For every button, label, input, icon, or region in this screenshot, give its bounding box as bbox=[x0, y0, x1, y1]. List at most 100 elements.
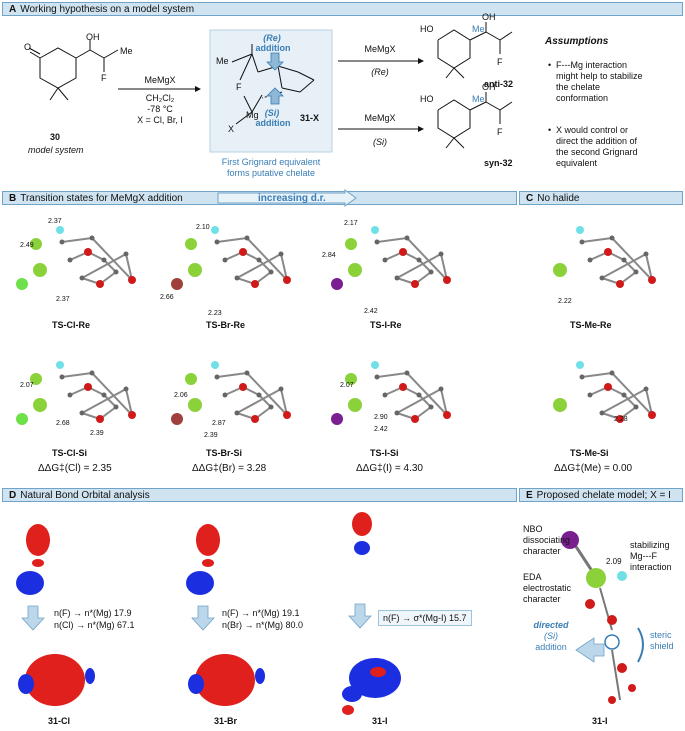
sm-me-label: Me bbox=[120, 46, 133, 56]
steric-2: shield bbox=[650, 641, 674, 651]
anti-32-structure bbox=[437, 22, 513, 79]
assumption-2-bullet: • bbox=[548, 125, 552, 135]
si-face-arrow bbox=[266, 87, 284, 105]
dist-cl-re-3: 2.37 bbox=[56, 296, 70, 303]
chelate-model-31i bbox=[561, 531, 644, 704]
dist-me-si: 2.28 bbox=[614, 416, 628, 423]
dist-br-si-2: 2.87 bbox=[212, 420, 226, 427]
ddg-i: ΔΔG‡(I) = 4.30 bbox=[356, 463, 423, 474]
ts-me-si-label: TS-Me-Si bbox=[570, 448, 609, 458]
syn-f-label: F bbox=[497, 127, 503, 137]
lower-reagent: MeMgX bbox=[364, 113, 396, 123]
ddg-cl: ΔΔG‡(Cl) = 2.35 bbox=[38, 463, 112, 474]
assumption-1-line-3: the chelate bbox=[556, 82, 601, 92]
chelate-f-label: F bbox=[236, 82, 242, 92]
nbo-br-line-1: n(F) → n*(Mg) 19.1 bbox=[222, 608, 300, 618]
increasing-dr-arrow bbox=[217, 189, 357, 207]
chelate-caption-1: First Grignard equivalent bbox=[221, 157, 321, 167]
ts-i-si-label: TS-I-Si bbox=[370, 448, 399, 458]
assumption-2-line-2: direct the addition of bbox=[556, 136, 638, 146]
anti-ho-label: HO bbox=[420, 24, 434, 34]
dist-cl-re-1: 2.37 bbox=[48, 218, 62, 225]
dist-cl-si-3: 2.39 bbox=[90, 430, 104, 437]
dist-i-re-2: 2.84 bbox=[322, 252, 336, 259]
syn-me-label: Me bbox=[472, 94, 485, 104]
nbo-i-box: n(F) → σ*(Mg-I) 15.7 bbox=[378, 610, 472, 626]
eda-note-3: character bbox=[523, 594, 561, 604]
directed-label: directed bbox=[533, 620, 569, 630]
dist-i-si-2: 2.90 bbox=[374, 414, 388, 421]
arrow-to-anti bbox=[338, 58, 424, 64]
ts-model-0 bbox=[16, 226, 136, 290]
chelate-box bbox=[209, 29, 333, 153]
re-face-arrow bbox=[266, 52, 284, 71]
ts-model-6 bbox=[553, 226, 656, 288]
syn-32-structure bbox=[437, 92, 513, 149]
ts-model-4 bbox=[171, 361, 291, 425]
dist-cl-re-2: 2.49 bbox=[20, 242, 34, 249]
transition-state-models bbox=[16, 226, 656, 425]
assumptions-title: Assumptions bbox=[545, 36, 609, 47]
increasing-dr-label: increasing d.r. bbox=[258, 193, 326, 204]
assumption-2-line-4: equivalent bbox=[556, 158, 598, 168]
dist-i-si-1: 2.07 bbox=[340, 382, 354, 389]
dist-cl-si-2: 2.68 bbox=[56, 420, 70, 427]
nbo-note-2: dissociating bbox=[523, 535, 571, 545]
ts-model-3 bbox=[16, 361, 136, 425]
dist-br-si-3: 2.39 bbox=[204, 432, 218, 439]
dist-cl-si-1: 2.07 bbox=[20, 382, 34, 389]
dist-br-si-1: 2.06 bbox=[174, 392, 188, 399]
assumption-1-line-2: might help to stabilize bbox=[556, 71, 643, 81]
condition-solvent: CH₂Cl₂ bbox=[145, 93, 175, 103]
ts-br-re-label: TS-Br-Re bbox=[206, 320, 246, 330]
upper-reagent: MeMgX bbox=[364, 44, 396, 54]
stab-note-3: interaction bbox=[630, 562, 672, 572]
stab-note-1: stabilizing bbox=[630, 540, 670, 550]
anti-me-label: Me bbox=[472, 24, 485, 34]
ts-i-re-label: TS-I-Re bbox=[370, 320, 402, 330]
dist-i-re-1: 2.17 bbox=[344, 220, 358, 227]
syn-32-label: syn-32 bbox=[484, 158, 513, 168]
ts-br-si-label: TS-Br-Si bbox=[206, 448, 242, 458]
arrow-to-syn bbox=[338, 126, 424, 132]
si-addition-label: (Si) bbox=[264, 108, 280, 118]
chelate-31x-structure bbox=[231, 44, 315, 125]
sm-oxygen-label: O bbox=[24, 42, 32, 52]
directed-addition: addition bbox=[535, 642, 567, 652]
chelate-caption-2: forms putative chelate bbox=[226, 168, 316, 178]
lower-face: (Si) bbox=[373, 137, 387, 147]
ts-model-7 bbox=[553, 361, 656, 423]
eda-note-2: electrostatic bbox=[523, 583, 572, 593]
upper-face: (Re) bbox=[371, 67, 389, 77]
si-addition-label-2: addition bbox=[255, 118, 291, 128]
assumption-1-line-4: conformation bbox=[556, 93, 609, 103]
nbo-label-cl: 31-Cl bbox=[48, 716, 71, 726]
dist-i-si-3: 2.42 bbox=[374, 426, 388, 433]
directed-si: (Si) bbox=[544, 631, 558, 641]
ts-cl-re-label: TS-Cl-Re bbox=[52, 320, 90, 330]
nbo-br-line-2: n(Br) → n*(Mg) 80.0 bbox=[222, 620, 304, 630]
re-addition-label: (Re) bbox=[263, 33, 281, 43]
sm-f-label: F bbox=[101, 73, 107, 83]
intermediate-31x-label: 31-X bbox=[300, 113, 320, 123]
stab-note-2: Mg---F bbox=[630, 551, 657, 561]
ts-model-2 bbox=[331, 226, 451, 290]
steric-1: steric bbox=[650, 630, 672, 640]
chelate-me-label: Me bbox=[216, 56, 229, 66]
model-system-caption: model system bbox=[28, 145, 84, 155]
assumption-2-line-3: the second Grignard bbox=[556, 147, 638, 157]
nbo-cl-line-2: n(Cl) → n*(Mg) 67.1 bbox=[54, 620, 135, 630]
compound-30-label: 30 bbox=[50, 132, 61, 142]
chelate-mg-label: Mg bbox=[246, 110, 259, 120]
nbo-label-i: 31-I bbox=[372, 716, 388, 726]
dist-br-re-3: 2.23 bbox=[208, 310, 222, 317]
chelate-x-label: X bbox=[228, 124, 235, 134]
nbo-note-1: NBO bbox=[523, 524, 543, 534]
ts-model-5 bbox=[331, 361, 451, 425]
condition-temp: -78 °C bbox=[147, 104, 173, 114]
model-31i-label: 31-I bbox=[592, 716, 608, 726]
